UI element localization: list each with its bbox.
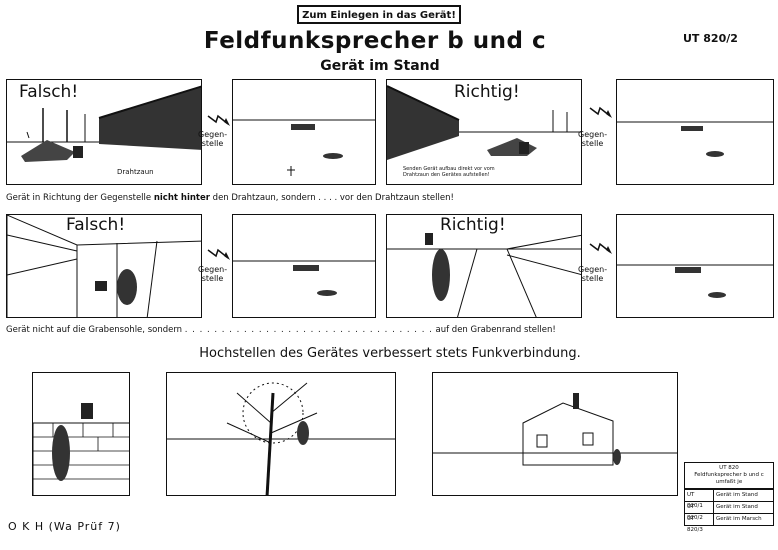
illustration-station-2a: [232, 214, 376, 318]
row3-caption: Hochstellen des Gerätes verbessert stets…: [199, 346, 581, 361]
legend-row: UT 820/1 Gerät im Stand: [685, 489, 773, 509]
right-label-1: Richtig!: [451, 82, 523, 102]
illustration-station-2b: [616, 214, 774, 318]
station-1a-drawing: [233, 119, 375, 176]
legend-code: UT 820/1: [685, 490, 714, 509]
illustration-station-1a: [232, 79, 376, 185]
station-1b-drawing: [617, 121, 773, 157]
row1-caption-c: den Drahtzaun, sondern . . . . vor den D…: [212, 193, 454, 203]
station-label-2a: Gegen- stelle: [198, 265, 228, 283]
radio-signal-icon: [589, 106, 612, 118]
fence-right-drawing: [387, 85, 581, 160]
page-subtitle: Gerät im Stand: [320, 58, 440, 74]
legend-head-3: umfaßt je: [715, 479, 743, 485]
station-label-1b: Gegen- stelle: [578, 130, 608, 148]
legend-text: Gerät im Marsch: [716, 516, 762, 522]
wrong-label-1: Falsch!: [16, 82, 82, 102]
tree-drawing: [167, 382, 395, 495]
station-2b-drawing: [617, 264, 773, 298]
station-2a-drawing: [233, 260, 375, 296]
row2-caption: Gerät nicht auf die Grabensohle, sondern…: [6, 325, 556, 335]
fence-note: Senden Gerät aufbau direkt vor vom Draht…: [403, 166, 495, 178]
legend-header: UT 820 Feldfunksprecher b und c umfaßt j…: [685, 463, 773, 489]
legend-code: UT 820/3: [685, 514, 714, 533]
ruin-drawing: [433, 393, 677, 466]
illustration-tree: [166, 372, 396, 496]
row2-caption-b: . . . . . . . . . . . . . . . . . . . . …: [184, 325, 433, 335]
okh-footer: O K H (Wa Prüf 7): [8, 520, 121, 533]
legend-code: UT 820/2: [685, 502, 714, 521]
illustration-wall: [32, 372, 130, 496]
fence-wrong-drawing: [7, 85, 201, 162]
legend-text: Gerät im Stand: [716, 492, 758, 498]
wall-drawing: [33, 403, 129, 495]
right-label-2: Richtig!: [437, 215, 509, 235]
station-label-1a: Gegen- stelle: [198, 130, 228, 148]
trench-wrong-drawing: [7, 215, 201, 317]
header-tag: Zum Einlegen in das Gerät!: [297, 5, 461, 24]
trench-right-drawing: [387, 233, 581, 317]
document-code: UT 820/2: [683, 32, 738, 45]
radio-signal-icon: [589, 242, 612, 254]
station-label-2b: Gegen- stelle: [578, 265, 608, 283]
radio-signal-icon: [207, 248, 230, 260]
row1-caption-b: nicht hinter: [153, 193, 210, 203]
illustration-trench-right: Richtig!: [386, 214, 582, 318]
row1-caption: Gerät in Richtung der Gegenstelle nicht …: [6, 193, 454, 203]
legend-text: Gerät im Stand: [716, 504, 758, 510]
illustration-ruin: [432, 372, 678, 496]
legend-row: UT 820/2 Gerät im Stand: [685, 501, 773, 521]
illustration-trench-wrong: Falsch!: [6, 214, 202, 318]
page-title: Feldfunksprecher b und c: [203, 28, 547, 54]
row2-caption-c: auf den Grabenrand stellen!: [435, 325, 556, 335]
legend-row: UT 820/3 Gerät im Marsch: [685, 513, 773, 533]
illustration-fence-wrong: Falsch! Drahtzaun: [6, 79, 202, 185]
wrong-label-2: Falsch!: [63, 215, 129, 235]
row1-caption-a: Gerät in Richtung der Gegenstelle: [6, 193, 152, 203]
radio-signal-icon: [207, 114, 230, 126]
legend-table: UT 820 Feldfunksprecher b und c umfaßt j…: [684, 462, 774, 533]
illustration-fence-right: Richtig! Senden Gerät aufbau direkt vor …: [386, 79, 582, 185]
legend-head-1: UT 820: [719, 465, 739, 471]
row2-caption-a: Gerät nicht auf die Grabensohle, sondern: [6, 325, 183, 335]
legend-head-2: Feldfunksprecher b und c: [694, 472, 764, 478]
illustration-station-1b: [616, 79, 774, 185]
drahtzaun-label: Drahtzaun: [117, 168, 154, 176]
